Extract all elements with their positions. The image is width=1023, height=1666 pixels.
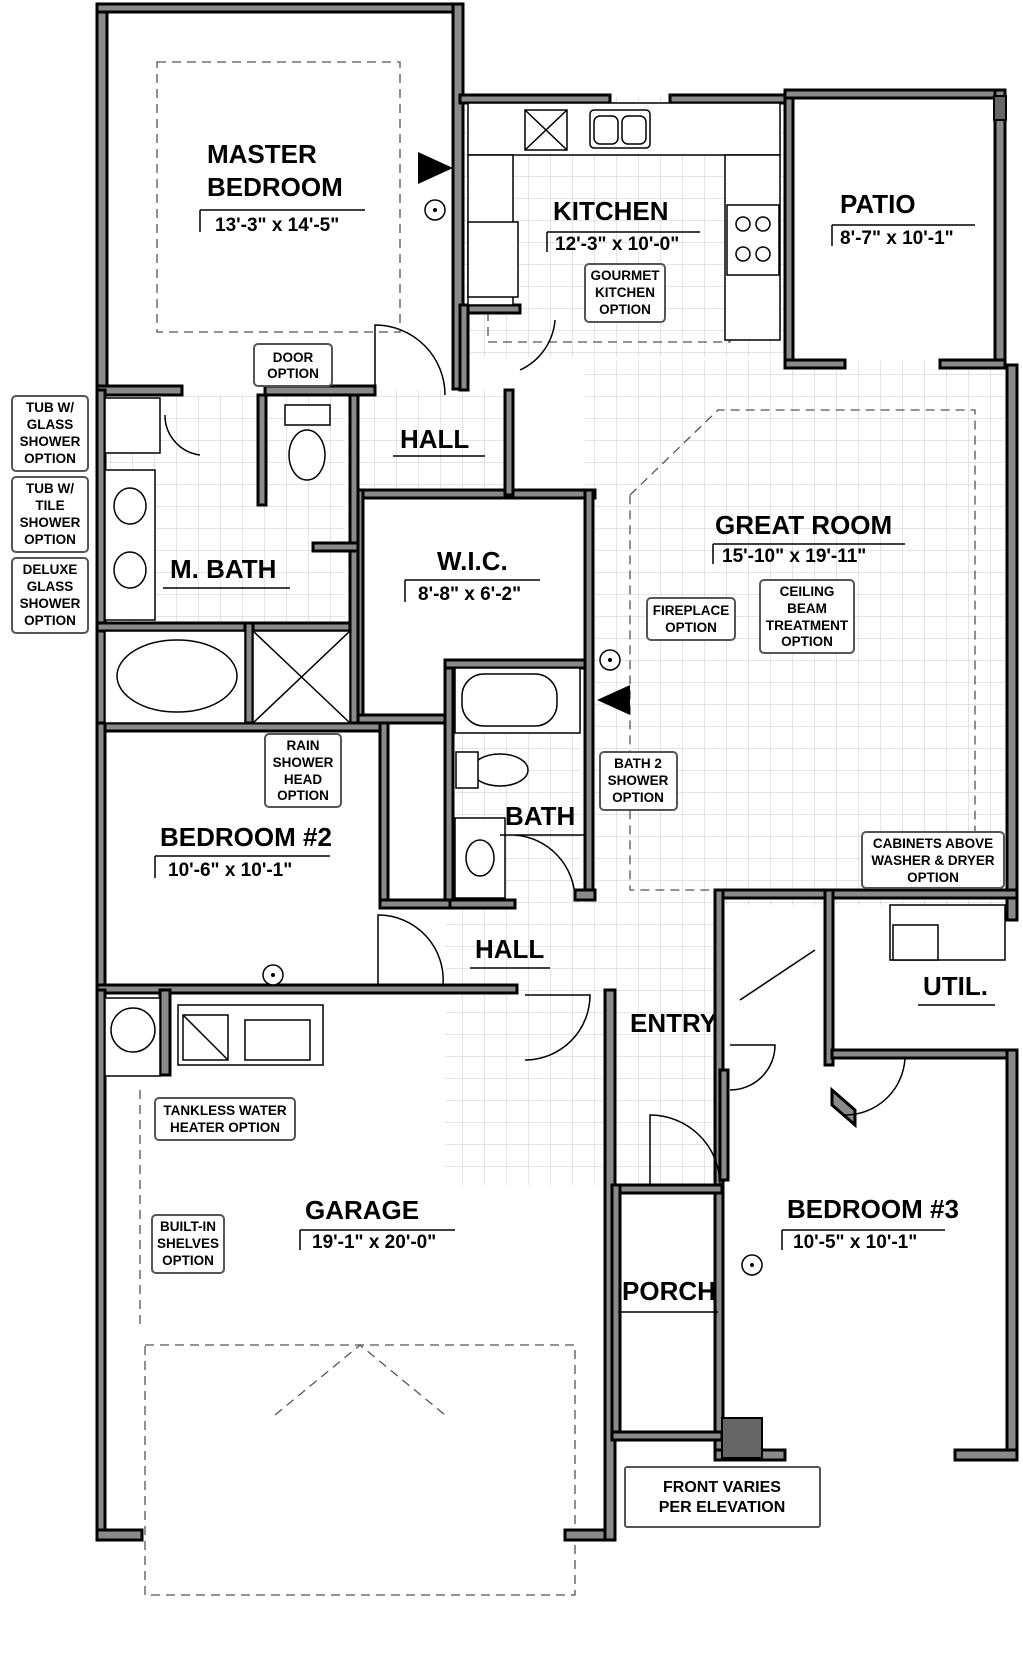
svg-text:RAIN: RAIN: [287, 738, 320, 753]
svg-text:SHOWER: SHOWER: [20, 515, 81, 530]
svg-text:WASHER & DRYER: WASHER & DRYER: [871, 853, 995, 868]
rain-shower-option-box: RAIN SHOWER HEAD OPTION: [264, 733, 342, 808]
entry-name: ENTRY: [630, 1008, 717, 1038]
option-callouts: DOOR OPTION GOURMET KITCHEN OPTION TUB W…: [11, 263, 1005, 1528]
svg-text:SHOWER: SHOWER: [20, 434, 81, 449]
svg-text:SHOWER: SHOWER: [608, 773, 669, 788]
entry-arrow-icons: [418, 152, 630, 715]
svg-text:CEILING: CEILING: [780, 584, 835, 599]
porch-name: PORCH: [622, 1276, 716, 1306]
patio-name: PATIO: [840, 189, 916, 219]
svg-text:OPTION: OPTION: [907, 870, 959, 885]
great-room-dim: 15'-10" x 19'-11": [722, 546, 866, 567]
kitchen-fixtures: [467, 102, 781, 341]
svg-text:PER ELEVATION: PER ELEVATION: [659, 1499, 786, 1516]
bath-name: BATH: [505, 801, 575, 831]
bedroom3-name: BEDROOM #3: [787, 1194, 959, 1224]
master-bath-name: M. BATH: [170, 554, 276, 584]
door-option-box: DOOR OPTION: [253, 343, 333, 387]
master-bedroom-name-2: BEDROOM: [207, 172, 343, 202]
svg-text:OPTION: OPTION: [612, 790, 664, 805]
svg-text:HEATER OPTION: HEATER OPTION: [170, 1120, 280, 1135]
svg-text:OPTION: OPTION: [162, 1253, 214, 1268]
svg-text:OPTION: OPTION: [24, 532, 76, 547]
kitchen-name: KITCHEN: [553, 196, 669, 226]
svg-text:TUB W/: TUB W/: [26, 481, 74, 496]
master-bedroom-name-1: MASTER: [207, 139, 317, 169]
svg-text:OPTION: OPTION: [277, 788, 329, 803]
built-in-shelves-option-box: BUILT-IN SHELVES OPTION: [151, 1214, 225, 1274]
great-room-name: GREAT ROOM: [715, 510, 892, 540]
garage-fixtures: [104, 904, 1006, 1077]
master-bath-fixtures: [104, 397, 351, 724]
svg-text:HEAD: HEAD: [284, 772, 323, 787]
hall-top-name: HALL: [400, 424, 469, 454]
cabinets-washer-dryer-option-box: CABINETS ABOVE WASHER & DRYER OPTION: [861, 831, 1005, 889]
patio-dim: 8'-7" x 10'-1": [840, 228, 954, 249]
deluxe-glass-shower-option-box: DELUXE GLASS SHOWER OPTION: [11, 557, 89, 634]
wic-dim: 8'-8" x 6'-2": [418, 584, 521, 605]
svg-text:SHOWER: SHOWER: [20, 596, 81, 611]
svg-text:GOURMET: GOURMET: [591, 268, 661, 283]
svg-text:KITCHEN: KITCHEN: [595, 285, 655, 300]
bedroom2-dim: 10'-6" x 10'-1": [168, 860, 292, 881]
front-varies-note-box: FRONT VARIES PER ELEVATION: [624, 1466, 821, 1528]
svg-text:GLASS: GLASS: [27, 579, 74, 594]
fireplace-option-box: FIREPLACE OPTION: [646, 597, 736, 641]
svg-text:DELUXE: DELUXE: [23, 562, 78, 577]
kitchen-dim: 12'-3" x 10'-0": [555, 234, 679, 255]
svg-text:OPTION: OPTION: [267, 366, 319, 381]
master-bedroom-dim: 13'-3" x 14'-5": [215, 215, 339, 236]
bedroom2-name: BEDROOM #2: [160, 822, 332, 852]
wic-name: W.I.C.: [437, 546, 508, 576]
door-swings: [164, 319, 906, 1186]
gourmet-kitchen-option-box: GOURMET KITCHEN OPTION: [584, 263, 666, 323]
walls: [95, 2, 1019, 1542]
hall-bottom-name: HALL: [475, 934, 544, 964]
svg-text:SHOWER: SHOWER: [273, 755, 334, 770]
svg-text:BEAM: BEAM: [787, 601, 827, 616]
svg-text:TANKLESS WATER: TANKLESS WATER: [163, 1103, 286, 1118]
svg-text:SHELVES: SHELVES: [157, 1236, 219, 1251]
tankless-water-heater-option-box: TANKLESS WATER HEATER OPTION: [154, 1097, 296, 1141]
bath2-shower-option-box: BATH 2 SHOWER OPTION: [599, 751, 678, 811]
garage-dim: 19'-1" x 20'-0": [312, 1232, 436, 1253]
svg-text:OPTION: OPTION: [24, 451, 76, 466]
tub-tile-shower-option-box: TUB W/ TILE SHOWER OPTION: [11, 476, 89, 553]
svg-text:OPTION: OPTION: [781, 634, 833, 649]
room-labels: MASTER BEDROOM 13'-3" x 14'-5" KITCHEN 1…: [154, 139, 995, 1313]
svg-text:CABINETS ABOVE: CABINETS ABOVE: [873, 836, 993, 851]
svg-text:GLASS: GLASS: [27, 417, 74, 432]
garage-name: GARAGE: [305, 1195, 419, 1225]
svg-text:OPTION: OPTION: [599, 302, 651, 317]
bedroom3-dim: 10'-5" x 10'-1": [793, 1232, 917, 1253]
svg-text:DOOR: DOOR: [273, 350, 314, 365]
light-fixtures: [262, 199, 763, 1276]
ceiling-beam-option-box: CEILING BEAM TREATMENT OPTION: [759, 579, 855, 654]
bath2-fixtures: [454, 667, 581, 899]
svg-text:FRONT VARIES: FRONT VARIES: [663, 1479, 781, 1496]
tub-glass-shower-option-box: TUB W/ GLASS SHOWER OPTION: [11, 395, 89, 472]
svg-text:TILE: TILE: [35, 498, 64, 513]
util-name: UTIL.: [923, 971, 988, 1001]
svg-text:TREATMENT: TREATMENT: [766, 618, 849, 633]
svg-text:BUILT-IN: BUILT-IN: [160, 1219, 216, 1234]
svg-text:OPTION: OPTION: [24, 613, 76, 628]
svg-text:TUB W/: TUB W/: [26, 400, 74, 415]
svg-text:FIREPLACE: FIREPLACE: [653, 603, 730, 618]
svg-text:BATH 2: BATH 2: [614, 756, 662, 771]
svg-text:OPTION: OPTION: [665, 620, 717, 635]
